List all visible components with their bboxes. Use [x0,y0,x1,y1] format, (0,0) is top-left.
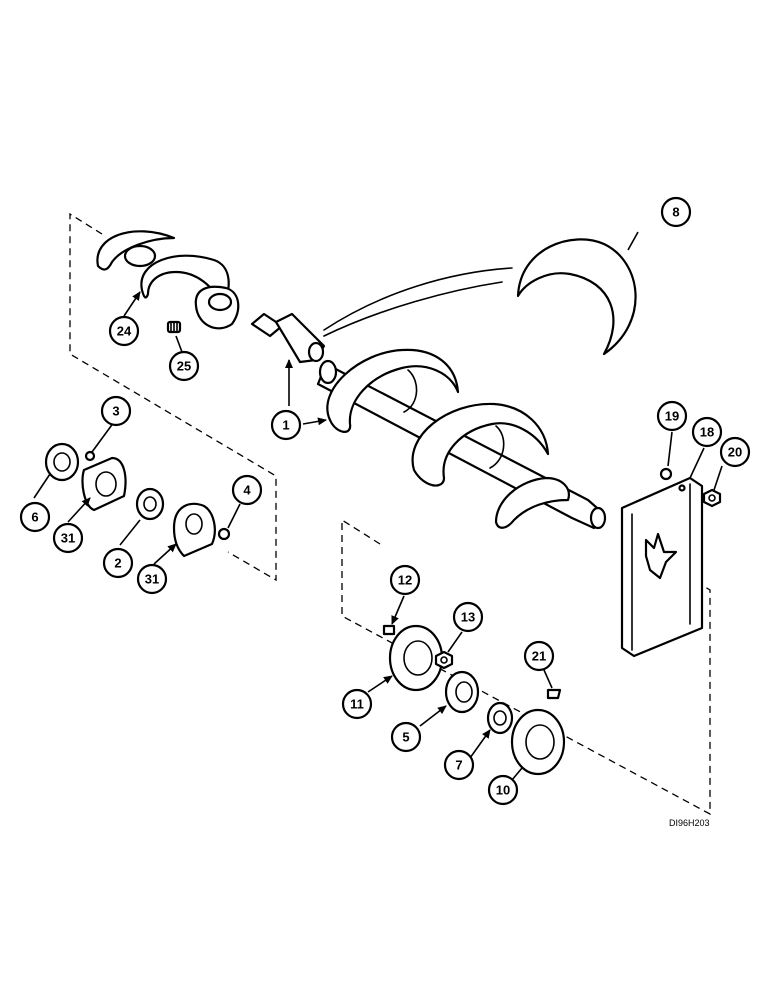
callout-24-label: 24 [117,324,132,339]
callout-5-label: 5 [402,730,409,745]
nut-part-13 [434,650,454,670]
callout-31-upper-label: 31 [61,531,75,546]
callout-24: 24 [108,315,140,347]
callout-31-lower: 31 [136,563,168,595]
callout-13: 13 [452,601,484,633]
nut-part-4 [217,527,231,541]
mounting-plate-part [620,476,704,658]
callout-10: 10 [487,774,519,806]
bearing-part-5 [444,670,480,714]
callout-8-label: 8 [672,205,679,220]
callout-3-label: 3 [112,404,119,419]
nut-part-20 [702,488,722,508]
callout-21: 21 [523,640,555,672]
replacement-flighting-part [516,238,637,356]
callout-11-label: 11 [350,697,364,712]
set-screw-part [166,320,182,334]
callout-3: 3 [100,395,132,427]
figure-reference-code: DI96H203 [669,818,710,828]
flange-housing-part-31-lower [172,502,216,558]
nut-part-19 [659,467,673,481]
flange-part-10 [510,708,566,776]
callout-12: 12 [389,564,421,596]
callout-12-label: 12 [398,573,412,588]
leader-lines [33,231,723,781]
flange-part-11 [388,624,444,692]
callout-10-label: 10 [496,783,510,798]
callout-19: 19 [656,400,688,432]
callout-25-label: 25 [177,359,191,374]
callout-2: 2 [102,547,134,579]
bushing-part-2 [135,487,165,521]
dashed-guide-left [69,212,277,582]
callout-5: 5 [390,721,422,753]
callout-1-label: 1 [282,418,289,433]
bushing-part-7 [486,701,514,735]
stub-shaft-part [250,312,326,364]
callout-8: 8 [660,196,692,228]
callout-18: 18 [691,416,723,448]
callout-25: 25 [168,350,200,382]
callout-20: 20 [719,436,751,468]
callout-13-label: 13 [461,610,475,625]
callout-4-label: 4 [243,483,251,498]
callout-20-label: 20 [728,445,742,460]
callout-19-label: 19 [665,409,679,424]
alignment-swoosh [323,267,513,331]
callout-31-upper: 31 [52,522,84,554]
grease-fitting-part-21 [546,688,562,700]
callout-6-label: 6 [31,510,38,525]
alignment-swoosh-tail [323,281,503,337]
callout-21-label: 21 [532,649,546,664]
callout-31-lower-label: 31 [145,572,159,587]
callout-18-label: 18 [700,425,714,440]
auger-flighting-segment [96,230,240,330]
callout-2-label: 2 [114,556,121,571]
bolt-part-3 [84,450,96,462]
auger-main-tube [316,348,607,530]
callout-6: 6 [19,501,51,533]
bearing-part-6 [44,442,80,482]
callout-11: 11 [341,688,373,720]
bolt-part-12 [382,624,396,636]
callout-7: 7 [443,749,475,781]
callout-7-label: 7 [455,758,462,773]
callout-4: 4 [231,474,263,506]
callout-1: 1 [270,409,302,441]
flange-part-31-upper [81,456,127,512]
